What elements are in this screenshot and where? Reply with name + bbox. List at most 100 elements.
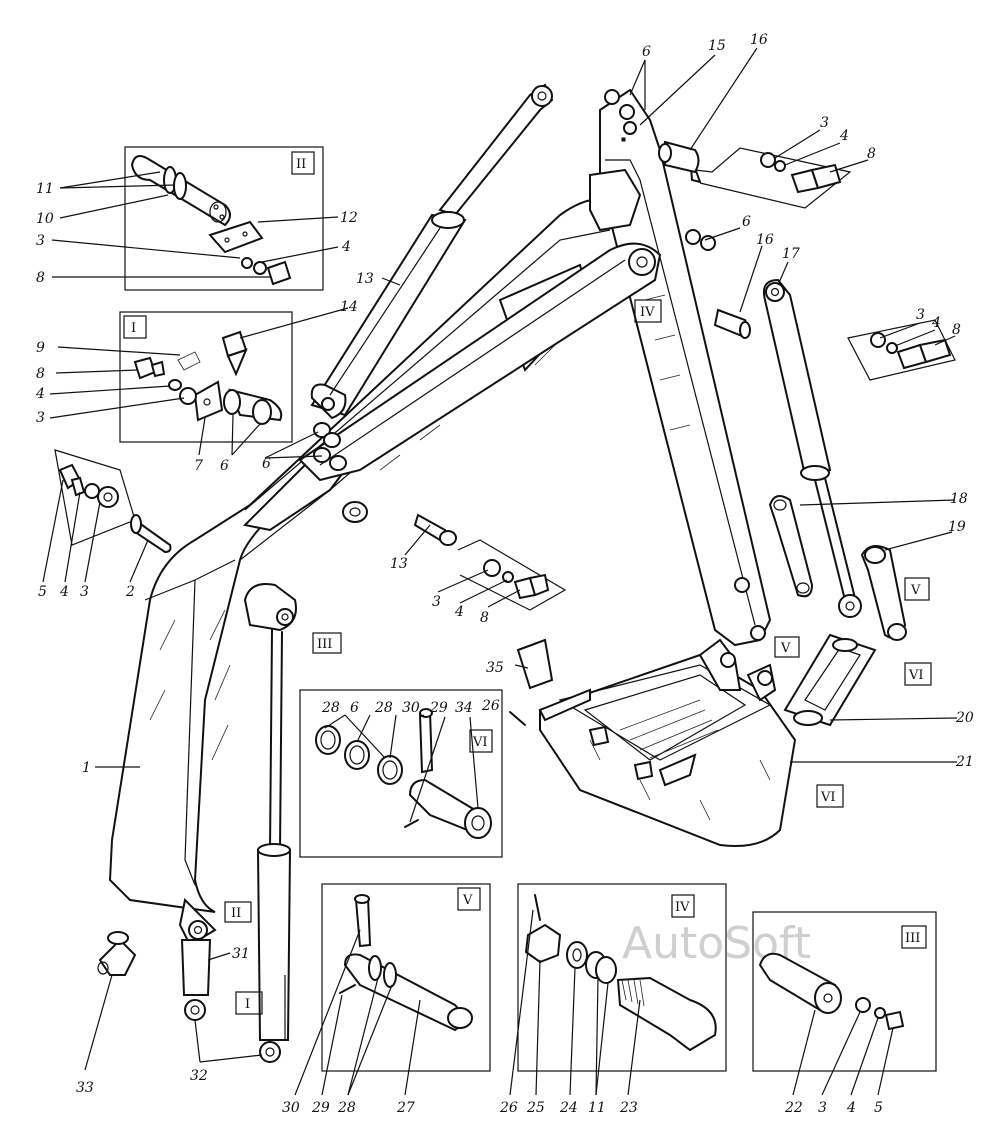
callout-3: 3 — [916, 307, 925, 323]
link-20 — [783, 633, 877, 727]
view-label-ii: II — [231, 906, 241, 921]
callout-28: 28 — [374, 700, 393, 716]
detail-box-ii — [124, 146, 324, 291]
callout-13: 13 — [390, 556, 408, 572]
arm-link-iv — [298, 242, 662, 482]
callout-10: 10 — [36, 211, 54, 227]
leader-lines — [42, 47, 958, 1096]
callout-labels: 6 15 16 3 4 8 6 16 17 3 4 8 18 19 20 21 … — [35, 32, 974, 1116]
callout-6: 6 — [742, 214, 751, 230]
callout-4: 4 — [59, 584, 69, 600]
callout-8: 8 — [36, 366, 45, 382]
callout-13: 13 — [356, 271, 374, 287]
grease-fitting — [97, 931, 137, 976]
callout-3: 3 — [432, 594, 441, 610]
callout-32: 32 — [190, 1068, 208, 1084]
view-label-v: V — [910, 583, 921, 598]
callout-4: 4 — [35, 386, 45, 402]
callout-31: 31 — [232, 946, 250, 962]
bucket-cylinder — [762, 278, 862, 618]
callout-3: 3 — [36, 233, 45, 249]
callout-19: 19 — [948, 519, 966, 535]
callout-3: 3 — [820, 115, 829, 131]
view-label-iv: IV — [640, 305, 655, 320]
callout-7: 7 — [194, 458, 203, 474]
callout-11: 11 — [36, 181, 54, 197]
callout-2: 2 — [125, 584, 135, 600]
detail-box-v — [321, 883, 491, 1072]
callout-8: 8 — [952, 322, 961, 338]
callout-30: 30 — [282, 1100, 300, 1116]
detail-box-i — [119, 311, 293, 443]
view-label-vi: VI — [472, 735, 488, 750]
hardware-middle — [413, 513, 567, 611]
boom-cylinder-mount — [313, 422, 347, 471]
callout-4: 4 — [846, 1100, 856, 1116]
bucket-tooth — [516, 638, 554, 690]
callout-28: 28 — [321, 700, 340, 716]
view-label-v: V — [462, 893, 473, 908]
view-label-i: I — [245, 997, 250, 1012]
bucket — [538, 638, 797, 847]
callout-27: 27 — [396, 1100, 415, 1116]
callout-24: 24 — [559, 1100, 578, 1116]
view-label-vi: VI — [908, 668, 924, 683]
callout-29: 29 — [429, 700, 448, 716]
callout-29: 29 — [311, 1100, 330, 1116]
callout-23: 23 — [619, 1100, 638, 1116]
cotter-pin — [509, 711, 526, 726]
callout-26: 26 — [499, 1100, 518, 1116]
hardware-left — [54, 449, 172, 554]
callout-4: 4 — [931, 315, 941, 331]
callout-3: 3 — [80, 584, 89, 600]
callout-17: 17 — [782, 246, 800, 262]
callout-1: 1 — [82, 760, 91, 776]
callout-5: 5 — [874, 1100, 883, 1116]
boom-cylinder — [310, 83, 554, 420]
detail-box-iv — [517, 883, 727, 1072]
callout-14: 14 — [340, 299, 358, 315]
view-label-i: I — [131, 321, 136, 336]
callout-4: 4 — [454, 604, 464, 620]
view-label-iii: III — [317, 637, 332, 652]
callout-9: 9 — [36, 340, 45, 356]
callout-25: 25 — [526, 1100, 545, 1116]
lift-cylinder — [180, 629, 292, 1063]
callout-20: 20 — [955, 710, 974, 726]
callout-3: 3 — [818, 1100, 827, 1116]
callout-30: 30 — [402, 700, 420, 716]
link-18 — [768, 495, 814, 598]
callout-6: 6 — [642, 44, 651, 60]
callout-18: 18 — [950, 491, 968, 507]
callout-4: 4 — [839, 128, 849, 144]
callout-8: 8 — [36, 270, 45, 286]
callout-6: 6 — [350, 700, 359, 716]
callout-4: 4 — [341, 239, 351, 255]
callout-8: 8 — [480, 610, 489, 626]
view-label-ii: II — [296, 157, 306, 172]
callout-16: 16 — [756, 232, 774, 248]
callout-6: 6 — [220, 458, 229, 474]
callout-5: 5 — [38, 584, 47, 600]
detail-box-iii — [752, 911, 937, 1072]
view-labels: II I IV III V V VI VI VI II I V IV III — [131, 157, 924, 1012]
link-19 — [860, 545, 907, 641]
dipper-stick — [589, 88, 772, 647]
view-label-vi: VI — [820, 790, 836, 805]
callout-12: 12 — [340, 210, 358, 226]
callout-6: 6 — [262, 456, 271, 472]
callout-22: 22 — [784, 1100, 803, 1116]
callout-16: 16 — [750, 32, 768, 48]
view-label-v: V — [780, 641, 791, 656]
main-view-markers — [224, 299, 932, 1015]
callout-34: 34 — [455, 700, 473, 716]
callout-11: 11 — [588, 1100, 606, 1116]
callout-8: 8 — [867, 146, 876, 162]
callout-28: 28 — [337, 1100, 356, 1116]
callout-33: 33 — [76, 1080, 94, 1096]
hardware-top-right — [658, 140, 956, 381]
view-label-iv: IV — [675, 900, 690, 915]
callout-21: 21 — [955, 754, 974, 770]
